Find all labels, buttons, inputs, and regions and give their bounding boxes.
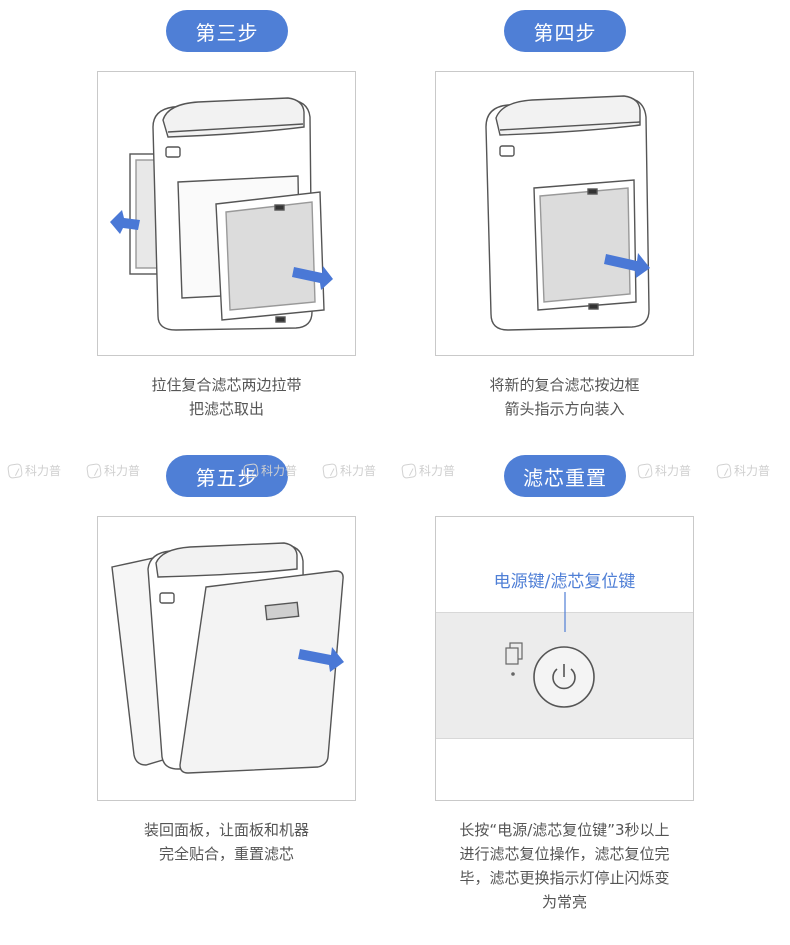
watermark-icon xyxy=(86,462,102,479)
watermark-icon xyxy=(322,462,338,479)
step-4-title: 第四步 xyxy=(504,10,626,52)
step-4-caption: 将新的复合滤芯按边框 箭头指示方向装入 xyxy=(489,376,640,418)
watermark-icon xyxy=(637,462,653,479)
watermark-icon xyxy=(7,462,23,479)
watermark: 科力普 xyxy=(716,462,770,479)
watermark-icon xyxy=(716,462,732,479)
filter-reset-illustration: 电源键/滤芯复位键 xyxy=(435,516,694,801)
step-5-caption: 装回面板，让面板和机器 完全贴合，重置滤芯 xyxy=(143,821,309,863)
watermark-row: 科力普 科力普 科力普 科力普 科力普 科力普 科力普 xyxy=(0,462,790,484)
watermark: 科力普 xyxy=(637,462,691,479)
step-3-caption: 拉住复合滤芯两边拉带 把滤芯取出 xyxy=(151,376,302,418)
step-3-illustration xyxy=(97,71,356,356)
step-5-title: 第五步 xyxy=(166,455,288,497)
step-3-title: 第三步 xyxy=(166,10,288,52)
watermark: 科力普 xyxy=(86,462,140,479)
step-4-illustration xyxy=(435,71,694,356)
watermark: 科力普 xyxy=(401,462,455,479)
watermark: 科力普 xyxy=(322,462,376,479)
watermark-icon xyxy=(401,462,417,479)
step-5-illustration xyxy=(97,516,356,801)
filter-reset-title: 滤芯重置 xyxy=(504,455,626,497)
power-reset-key-label: 电源键/滤芯复位键 xyxy=(493,572,636,592)
filter-reset-caption: 长按“电源/滤芯复位键”3秒以上 进行滤芯复位操作，滤芯复位完 毕，滤芯更换指示… xyxy=(459,821,670,911)
watermark: 科力普 xyxy=(7,462,61,479)
